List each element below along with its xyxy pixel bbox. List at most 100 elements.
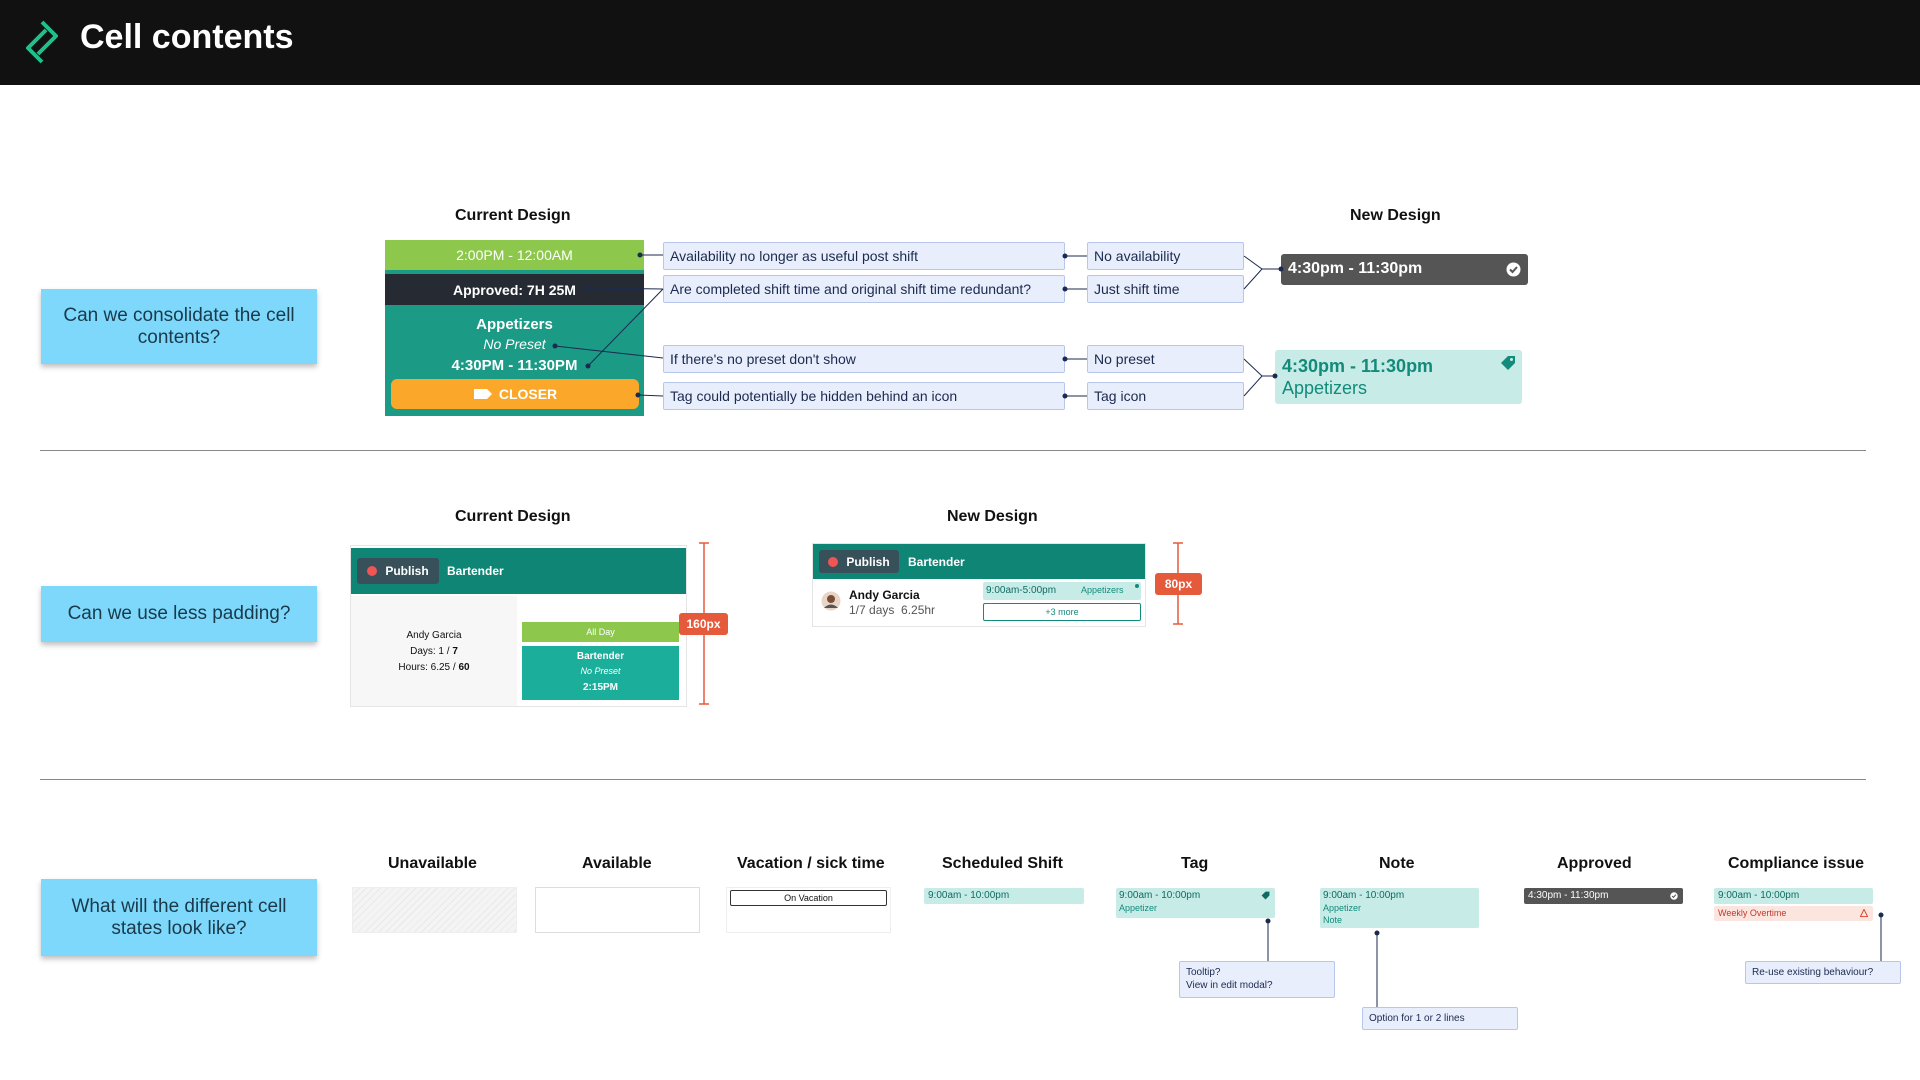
sticky-question-states: What will the different cell states look…	[41, 879, 317, 956]
old-shift-block: Bartender No Preset 2:15PM	[522, 646, 679, 700]
old-position: Appetizers	[476, 316, 553, 333]
old-days: Days: 1 / 7	[410, 646, 458, 657]
old-preset: No Preset	[483, 336, 546, 352]
cell-available	[535, 887, 700, 933]
old-publish-button[interactable]: Publish	[357, 558, 439, 584]
tag-dot-icon	[1135, 584, 1139, 588]
result-shift-time: Just shift time	[1087, 275, 1244, 303]
note-tooltip: Tooltip? View in edit modal?	[1179, 961, 1335, 998]
new-publish-button[interactable]: Publish	[819, 550, 899, 573]
app-logo-icon	[26, 20, 58, 64]
note-cell-note: Note	[1323, 915, 1343, 925]
tag-icon	[1261, 891, 1270, 900]
note-cell-time: 9:00am - 10:00pm	[1323, 890, 1405, 901]
height-badge-80: 80px	[1155, 573, 1202, 595]
section-divider-1	[40, 450, 1866, 451]
result-tag-icon: Tag icon	[1087, 382, 1244, 410]
old-hours: Hours: 6.25 / 60	[398, 662, 470, 673]
warning-icon	[1860, 909, 1868, 917]
old-all-day-bar: All Day	[522, 622, 679, 642]
page-title: Cell contents	[80, 18, 294, 56]
check-circle-icon	[1670, 892, 1678, 900]
approved-cell-time: 4:30pm - 11:30pm	[1528, 890, 1609, 901]
section-divider-2	[40, 779, 1866, 780]
state-label-unavailable: Unavailable	[388, 855, 477, 872]
old-shift-preset: No Preset	[580, 666, 621, 676]
result-no-preset: No preset	[1087, 345, 1244, 373]
note-redundant: Are completed shift time and original sh…	[663, 275, 1065, 303]
cell-vacation: On Vacation	[726, 887, 891, 933]
old-tag-label: CLOSER	[498, 386, 558, 402]
result-no-availability: No availability	[1087, 242, 1244, 270]
current-design-label: Current Design	[455, 207, 571, 224]
check-circle-icon	[1506, 262, 1521, 277]
tag-icon	[1501, 356, 1515, 370]
record-dot-icon	[367, 566, 378, 576]
state-label-note: Note	[1379, 855, 1415, 872]
vacation-chip: On Vacation	[730, 890, 887, 906]
tag-cell-position: Appetizer	[1119, 903, 1158, 913]
old-shift-time: 2:15PM	[582, 682, 618, 693]
old-employee-panel: Andy Garcia Days: 1 / 7 Hours: 6.25 / 60	[351, 596, 517, 706]
new-cell-approved: 4:30pm - 11:30pm	[1281, 254, 1528, 285]
cell-compliance-shift[interactable]: 9:00am - 10:00pm	[1714, 888, 1873, 904]
note-tooltip-line2: View in edit modal?	[1186, 980, 1273, 991]
cell-unavailable	[352, 887, 517, 933]
new-employee-meta: 1/7 days 6.25hr	[849, 603, 936, 617]
compliance-warning: Weekly Overtime	[1714, 906, 1873, 921]
height-badge-160: 160px	[679, 613, 728, 635]
availability-bar: 2:00PM - 12:00AM	[385, 240, 644, 270]
new-publish-label: Publish	[846, 554, 890, 569]
new-shift-time: 9:00am-5:00pm	[986, 585, 1057, 596]
new-cell-approved-time: 4:30pm - 11:30pm	[1288, 260, 1423, 277]
state-label-tag: Tag	[1181, 855, 1209, 872]
state-label-approved: Approved	[1557, 855, 1632, 872]
new-schedule-block: Publish Bartender Andy Garcia 1/7 days 6…	[812, 543, 1146, 627]
old-schedule-header: Publish Bartender	[351, 548, 686, 594]
old-schedule-block: Publish Bartender Andy Garcia Days: 1 / …	[350, 545, 687, 707]
cell-scheduled-shift[interactable]: 9:00am - 10:00pm	[924, 888, 1084, 904]
old-publish-label: Publish	[385, 564, 429, 578]
new-cell-teal: 4:30pm - 11:30pm Appetizers	[1275, 350, 1522, 404]
new-role-label: Bartender	[908, 555, 965, 569]
new-employee-name: Andy Garcia	[849, 588, 920, 602]
new-design-label: New Design	[1350, 207, 1441, 224]
sticky-question-padding: Can we use less padding?	[41, 586, 317, 642]
old-time: 4:30PM - 11:30PM	[451, 357, 578, 374]
cell-note[interactable]: 9:00am - 10:00pm Appetizer Note	[1320, 888, 1479, 928]
old-role-label: Bartender	[447, 564, 504, 578]
note-tooltip-line1: Tooltip?	[1186, 967, 1221, 978]
old-tag-pill: CLOSER	[391, 379, 639, 409]
cell-tag[interactable]: 9:00am - 10:00pm Appetizer	[1116, 888, 1275, 918]
note-availability: Availability no longer as useful post sh…	[663, 242, 1065, 270]
note-tag: Tag could potentially be hidden behind a…	[663, 382, 1065, 410]
new-shift-position: Appetizers	[1081, 585, 1124, 595]
note-cell-position: Appetizer	[1323, 903, 1362, 913]
current-design-label-2: Current Design	[455, 508, 571, 525]
state-label-scheduled: Scheduled Shift	[942, 855, 1063, 872]
record-dot-icon	[828, 556, 839, 567]
sticky-question-consolidate: Can we consolidate the cell contents?	[41, 289, 317, 364]
cell-approved[interactable]: 4:30pm - 11:30pm	[1524, 888, 1683, 904]
new-design-label-2: New Design	[947, 508, 1038, 525]
more-shifts-button[interactable]: +3 more	[983, 603, 1141, 621]
note-lines-option: Option for 1 or 2 lines	[1362, 1007, 1518, 1030]
top-bar: Cell contents	[0, 0, 1920, 85]
new-cell-teal-time: 4:30pm - 11:30pm	[1282, 356, 1434, 376]
old-shift-role: Bartender	[576, 651, 625, 662]
note-reuse-behaviour: Re-use existing behaviour?	[1745, 961, 1901, 984]
new-cell-teal-position: Appetizers	[1282, 378, 1368, 398]
tag-cell-time: 9:00am - 10:00pm	[1119, 890, 1201, 901]
approved-bar: Approved: 7H 25M	[385, 274, 644, 305]
new-shift-chip[interactable]: 9:00am-5:00pm Appetizers	[983, 582, 1141, 600]
note-preset: If there's no preset don't show	[663, 345, 1065, 373]
state-label-compliance: Compliance issue	[1728, 855, 1865, 872]
state-label-available: Available	[582, 855, 652, 872]
state-label-vacation: Vacation / sick time	[737, 855, 885, 872]
avatar	[821, 591, 841, 611]
new-schedule-header: Publish Bartender	[813, 544, 1145, 579]
tag-icon	[473, 389, 492, 399]
old-employee-name: Andy Garcia	[406, 630, 462, 641]
old-shift-cell: 2:00PM - 12:00AM Approved: 7H 25M Appeti…	[385, 240, 644, 416]
compliance-warning-text: Weekly Overtime	[1718, 908, 1787, 918]
